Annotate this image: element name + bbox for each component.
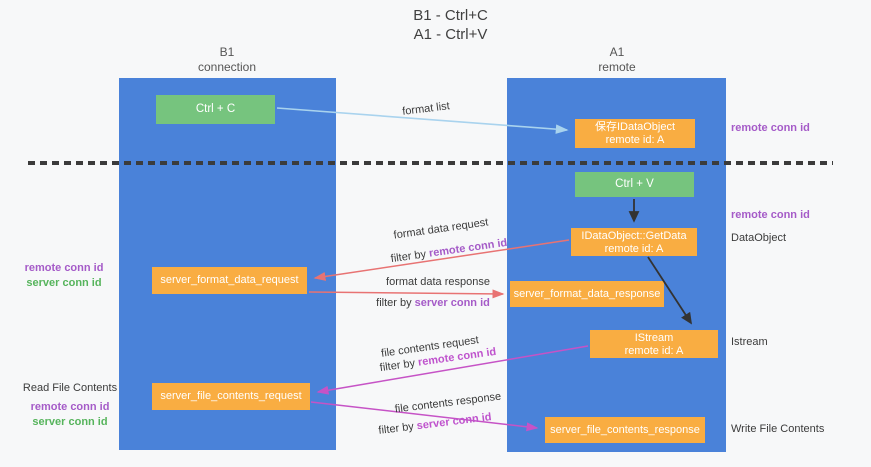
filter-key-remote-conn-id: remote conn id bbox=[428, 236, 508, 260]
node-server-file-contents-response: server_file_contents_response bbox=[545, 417, 705, 443]
edge-label-format-data-response: format data response bbox=[386, 276, 490, 288]
filter-key-server-conn-id: server conn id bbox=[416, 411, 493, 433]
lane-a1-title: A1 bbox=[609, 45, 625, 59]
label-read-file-contents: Read File Contents bbox=[22, 382, 118, 394]
node-getdata-line2: remote id: A bbox=[604, 243, 664, 255]
label-left-conn-ids-bottom: remote conn id server conn id bbox=[0, 400, 140, 430]
label-dataobject: DataObject bbox=[731, 232, 787, 244]
filter-prefix: filter by bbox=[379, 356, 419, 375]
node-server-format-data-response: server_format_data_response bbox=[510, 281, 664, 307]
label-remote-conn-id-top: remote conn id bbox=[731, 122, 810, 134]
edge-filter-format-data-response: filter by server conn id bbox=[376, 297, 490, 309]
node-istream-line2: remote id: A bbox=[624, 345, 684, 357]
label-remote-conn-id-mid: remote conn id bbox=[731, 209, 810, 221]
node-idataobject-getdata: IDataObject::GetData remote id: A bbox=[571, 228, 697, 256]
lane-header-a1: A1 remote bbox=[542, 45, 692, 75]
label-left-conn-ids-top: remote conn id server conn id bbox=[0, 261, 128, 291]
edge-filter-format-data-request: filter by remote conn id bbox=[390, 237, 508, 265]
label-server-conn-id: server conn id bbox=[26, 277, 102, 289]
label-remote-conn-id: remote conn id bbox=[30, 401, 110, 413]
node-ctrl-c-label: Ctrl + C bbox=[195, 103, 236, 115]
lane-a1-subtitle: remote bbox=[598, 60, 636, 74]
node-save-idataobject-line1: 保存IDataObject bbox=[594, 121, 676, 133]
node-save-idataobject: 保存IDataObject remote id: A bbox=[575, 119, 695, 148]
title-line-2: A1 - Ctrl+V bbox=[413, 26, 488, 43]
edge-label-format-list: format list bbox=[402, 100, 451, 118]
lane-b1-title: B1 bbox=[219, 45, 235, 59]
edge-label-format-list-text: format list bbox=[401, 100, 451, 118]
diagram-title: B1 - Ctrl+C A1 - Ctrl+V bbox=[15, 6, 871, 44]
node-server-file-contents-request-label: server_file_contents_request bbox=[160, 390, 302, 402]
node-ctrl-c: Ctrl + C bbox=[156, 95, 275, 124]
filter-prefix: filter by bbox=[390, 247, 430, 266]
node-istream-line1: IStream bbox=[634, 332, 674, 344]
node-server-file-contents-response-label: server_file_contents_response bbox=[550, 424, 700, 436]
node-getdata-line1: IDataObject::GetData bbox=[581, 230, 687, 242]
lane-header-b1: B1 connection bbox=[152, 45, 302, 75]
lane-b1-subtitle: connection bbox=[197, 60, 257, 74]
filter-prefix: filter by bbox=[376, 297, 415, 309]
node-istream: IStream remote id: A bbox=[590, 330, 718, 358]
node-ctrl-v: Ctrl + V bbox=[575, 172, 694, 197]
edge-label-format-data-request-text: format data request bbox=[392, 216, 490, 242]
arrow-format-data-response bbox=[308, 289, 505, 299]
filter-key-server-conn-id: server conn id bbox=[414, 297, 490, 309]
label-server-conn-id: server conn id bbox=[32, 416, 108, 428]
title-line-1: B1 - Ctrl+C bbox=[413, 7, 488, 24]
node-server-file-contents-request: server_file_contents_request bbox=[152, 383, 310, 410]
label-istream: Istream bbox=[731, 336, 768, 348]
node-server-format-data-response-label: server_format_data_response bbox=[513, 288, 661, 300]
edge-label-format-data-response-text: format data response bbox=[386, 276, 490, 288]
edge-label-format-data-request: format data request bbox=[393, 216, 489, 241]
label-write-file-contents: Write File Contents bbox=[731, 423, 825, 435]
label-remote-conn-id: remote conn id bbox=[24, 262, 104, 274]
filter-prefix: filter by bbox=[377, 420, 418, 437]
node-save-idataobject-line2: remote id: A bbox=[605, 134, 665, 146]
node-server-format-data-request-label: server_format_data_request bbox=[160, 274, 299, 286]
node-ctrl-v-label: Ctrl + V bbox=[615, 178, 654, 190]
node-server-format-data-request: server_format_data_request bbox=[152, 267, 307, 294]
